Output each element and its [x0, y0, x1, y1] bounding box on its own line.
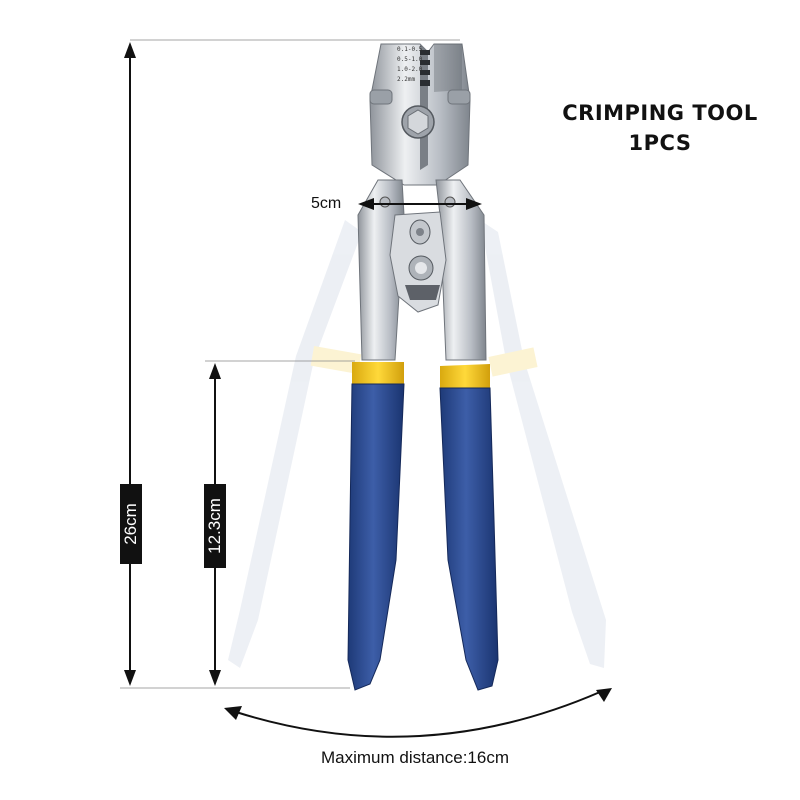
handle-length-text: 12.3cm — [205, 498, 224, 554]
right-handle-collar — [440, 364, 490, 388]
jaw-marking: 1.0-2.0 — [397, 66, 423, 73]
left-handle-collar — [352, 362, 404, 384]
product-quantity: 1PCS — [628, 131, 692, 155]
jaw-width-label: 5cm — [311, 195, 342, 212]
steel-arms — [357, 179, 487, 361]
max-opening-label: Maximum distance:16cm — [320, 748, 509, 767]
product-title: CRIMPING TOOL — [562, 101, 758, 125]
handle-length-label: 12.3cm — [204, 484, 226, 568]
jaw-head: 0.1-0.5 0.5-1.0 1.0-2.0 2.2mm — [369, 43, 471, 186]
total-length-text: 26cm — [121, 503, 141, 545]
handles — [347, 362, 499, 691]
jaw-marking: 0.1-0.5 — [397, 46, 423, 53]
total-length-label: 26cm — [120, 484, 142, 564]
jaw-marking: 2.2mm — [397, 76, 415, 83]
ghost-left-handle — [228, 220, 362, 668]
crimp-notches — [420, 50, 430, 86]
jaw-marking: 0.5-1.0 — [397, 56, 423, 63]
left-handle-grip — [347, 383, 405, 691]
right-handle-grip — [439, 387, 499, 691]
ghost-handles — [228, 220, 606, 668]
ghost-right-handle — [480, 220, 606, 668]
